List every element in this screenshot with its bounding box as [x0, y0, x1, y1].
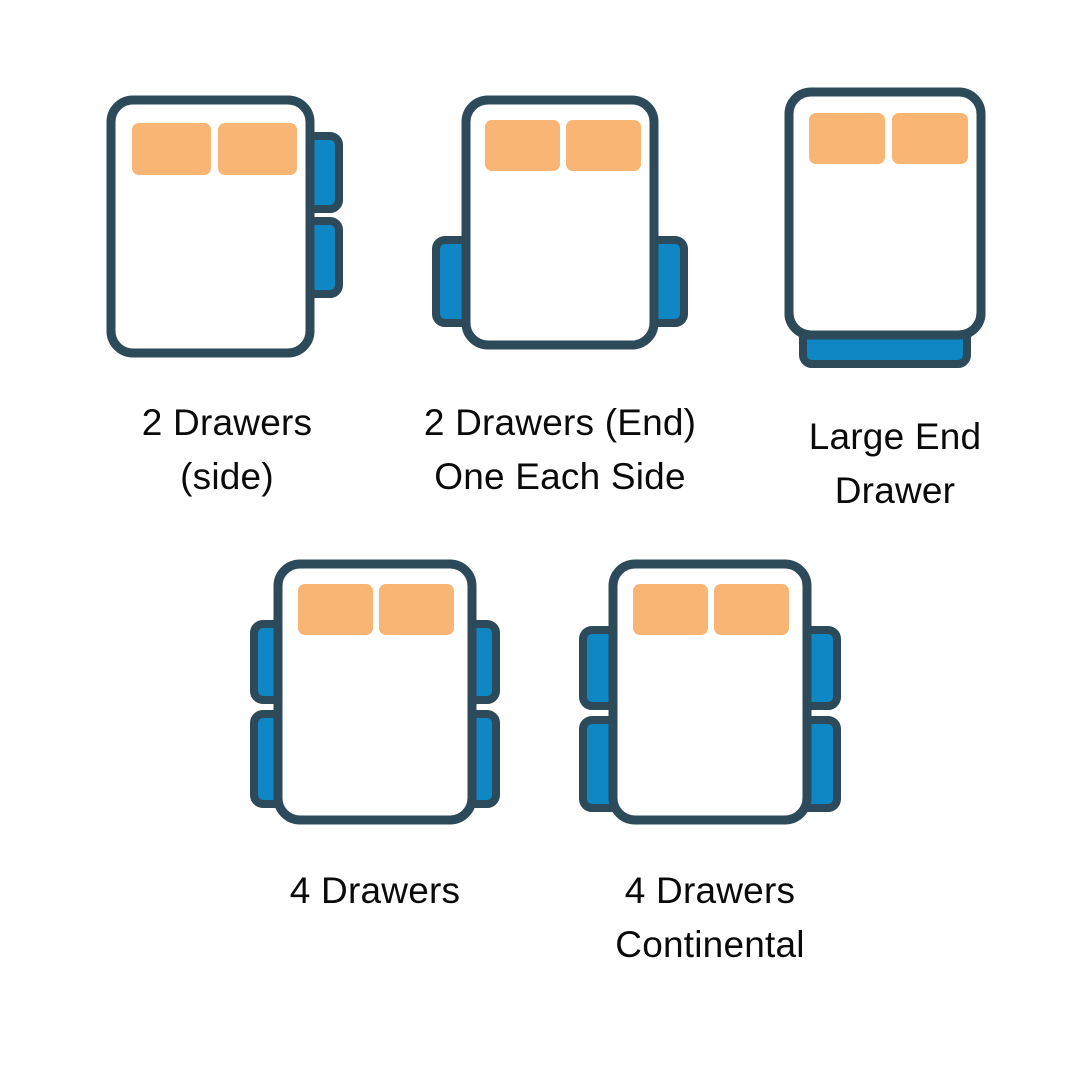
- bed-icon-large-end-drawer: [784, 87, 986, 368]
- pillow-right: [566, 120, 641, 171]
- bed-option-two-drawers-side[interactable]: 2 Drawers (side): [62, 88, 392, 503]
- pillow-right: [892, 113, 968, 164]
- bed-icon-four-drawers: [250, 559, 500, 825]
- bed-label-four-drawers-continental: 4 Drawers Continental: [615, 870, 805, 965]
- bed-label-two-drawers-end: 2 Drawers (End) One Each Side: [423, 402, 697, 497]
- bed-label-two-drawers-side: 2 Drawers (side): [141, 402, 313, 497]
- pillow-left: [132, 123, 211, 175]
- pillow-right: [218, 123, 297, 175]
- pillow-right: [379, 584, 454, 635]
- bed-icon-four-drawers-continental: [579, 559, 841, 825]
- pillow-right: [714, 584, 789, 635]
- bed-icon-two-drawers-side: [106, 95, 343, 358]
- bed-option-large-end-drawer[interactable]: Large End Drawer: [730, 80, 1060, 517]
- bed-icon-two-drawers-end: [432, 95, 688, 350]
- bed-frame-foot-edge: [784, 285, 986, 340]
- bed-option-four-drawers[interactable]: 4 Drawers: [225, 552, 525, 918]
- bed-option-two-drawers-end[interactable]: 2 Drawers (End) One Each Side: [395, 88, 725, 503]
- pillow-left: [809, 113, 885, 164]
- bed-label-four-drawers: 4 Drawers: [289, 870, 461, 911]
- bed-label-large-end-drawer: Large End Drawer: [808, 416, 982, 511]
- pillow-left: [485, 120, 560, 171]
- pillow-left: [298, 584, 373, 635]
- bed-option-four-drawers-continental[interactable]: 4 Drawers Continental: [560, 552, 860, 971]
- pillow-left: [633, 584, 708, 635]
